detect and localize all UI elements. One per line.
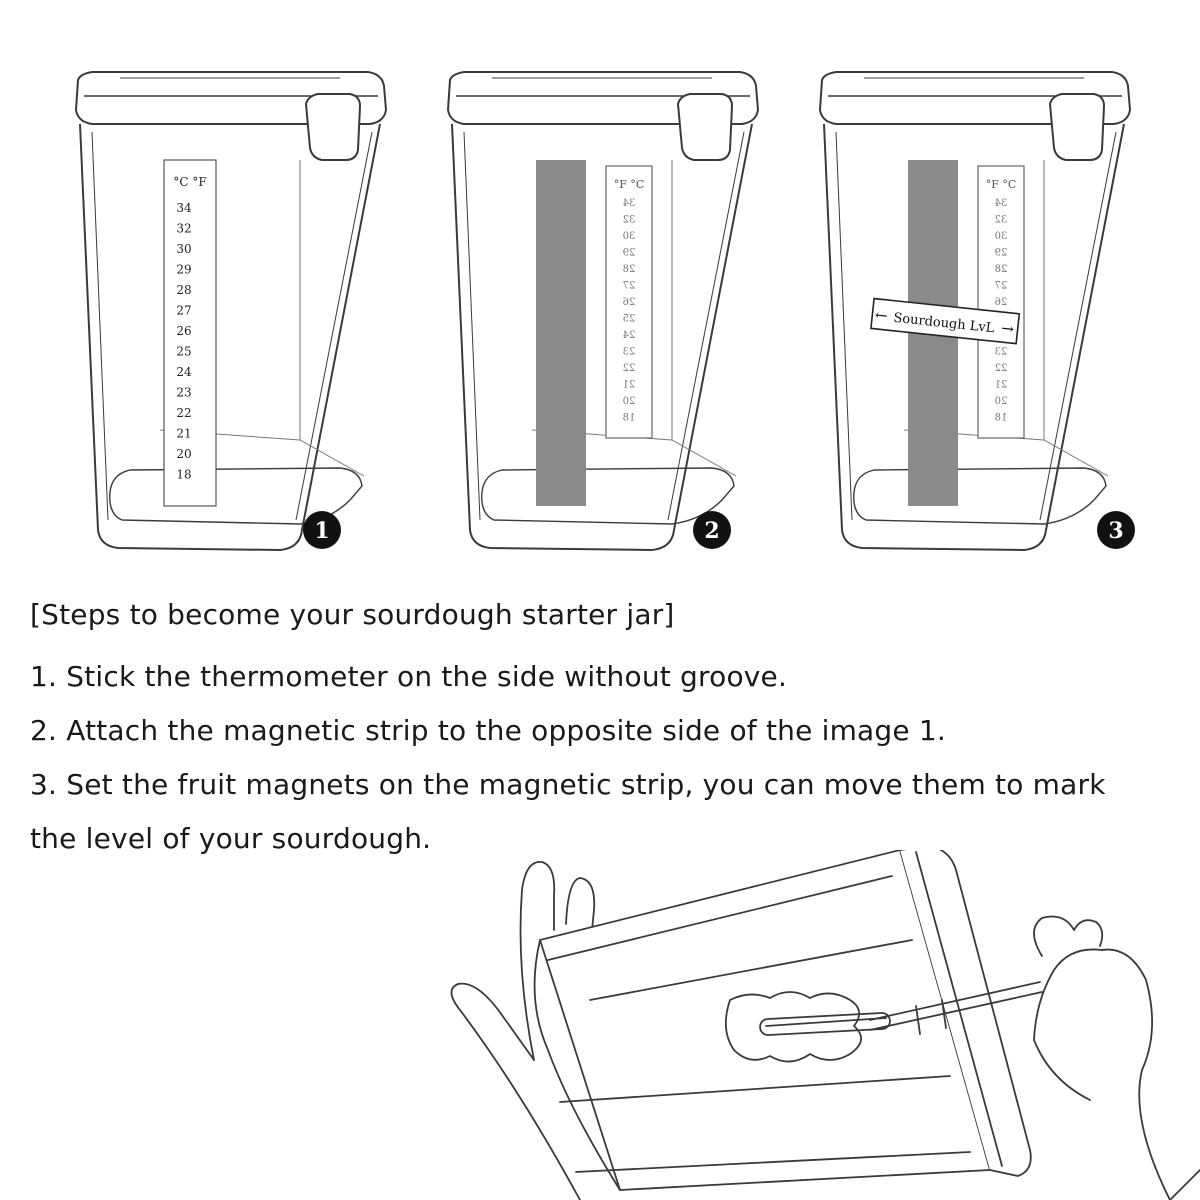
thermometer-scale-label: 28 — [623, 264, 636, 275]
step-badge-3 — [1097, 511, 1135, 549]
step-badge-2-label: 2 — [704, 518, 719, 544]
thermometer-scale-label: 25 — [176, 345, 191, 359]
step-3-text-continued: the level of your sourdough. — [30, 822, 432, 855]
thermometer-scale-label: 18 — [623, 413, 636, 424]
fruit-magnet — [724, 991, 862, 1063]
thermometer-scale: 34 32 30 29 28 27 26 25 24 23 22 21 20 18 — [176, 201, 192, 482]
thermometer-scale-label: 27 — [176, 304, 191, 318]
step-1-text: 1. Stick the thermometer on the side wit… — [30, 660, 788, 693]
thermometer-scale-label: 24 — [176, 365, 192, 379]
thermometer-scale-label: 27 — [995, 281, 1008, 292]
thermometer-scale-label: 28 — [176, 283, 191, 297]
thermometer-scale-label: 26 — [623, 297, 636, 308]
tilted-jar-lid — [899, 850, 1032, 1177]
thermometer-scale-label: 32 — [176, 222, 191, 236]
thermometer-scale-label: 20 — [176, 447, 191, 461]
hands-tilting-jar-illustration — [450, 850, 1200, 1200]
thermometer-scale-label: 23 — [623, 347, 636, 358]
thermometer-header: °C °F — [173, 175, 206, 189]
thermometer-scale-label: 20 — [623, 396, 636, 407]
thermometer-scale-label: 30 — [176, 242, 191, 256]
thermometer-scale-label: 22 — [995, 363, 1008, 374]
thermometer-scale-label: 23 — [176, 386, 191, 400]
magnetic-strip — [536, 160, 586, 506]
instructions: [Steps to become your sourdough starter … — [30, 588, 1170, 866]
step-badge-1 — [303, 511, 341, 549]
thermometer-scale-label: 20 — [995, 396, 1008, 407]
thermometer-scale-label: 27 — [623, 281, 636, 292]
thermometer-scale-label: 32 — [995, 215, 1008, 226]
step-badge-3-label: 3 — [1108, 518, 1123, 544]
thermometer-scale-label: 22 — [623, 363, 636, 374]
thermometer-strip — [163, 159, 217, 507]
thermometer-scale-label: 28 — [995, 264, 1008, 275]
thermometer-header: °F °C — [986, 178, 1017, 191]
thermometer-scale-label: 21 — [176, 427, 191, 441]
thermometer-scale-label: 23 — [995, 347, 1008, 358]
arrow-right-icon: → — [1000, 319, 1015, 338]
thermometer-scale-label: 29 — [995, 248, 1008, 259]
jar-2: °F °C 34 32 30 29 28 27 26 25 24 23 22 21 20 18 2 — [447, 71, 759, 551]
thermometer-scale-label: 21 — [623, 380, 636, 391]
instructions-heading: [Steps to become your sourdough starter … — [30, 598, 675, 631]
step-2-text: 2. Attach the magnetic strip to the oppo… — [30, 714, 947, 747]
thermometer-header: °F °C — [614, 178, 645, 191]
jar-1: °C °F 34 32 30 29 28 27 26 25 24 23 22 21 20 18 1 — [75, 71, 387, 551]
thermometer-scale-label: 29 — [623, 248, 636, 259]
step-badge-2 — [693, 511, 731, 549]
thermometer-scale-label: 18 — [995, 413, 1008, 424]
thermometer-scale-label: 29 — [176, 263, 191, 277]
thermometer-scale-label: 30 — [623, 231, 636, 242]
level-marker-magnet[interactable]: ← Sourdough LvL → — [870, 297, 1021, 345]
thermometer-scale-label: 34 — [176, 201, 192, 215]
thermometer-strip-mirrored — [605, 165, 653, 439]
thermometer-scale-label: 24 — [623, 330, 636, 341]
thermometer-scale-mirrored: 34 32 30 29 28 27 26 25 24 23 22 21 20 18 — [623, 198, 636, 424]
thermometer-scale-label: 30 — [995, 231, 1008, 242]
thermometer-scale-label: 22 — [176, 406, 191, 420]
arrow-left-icon: ← — [874, 306, 888, 325]
thermometer-scale-label: 26 — [995, 297, 1008, 308]
thermometer-scale-label: 21 — [995, 380, 1008, 391]
step-badge-1-label: 1 — [314, 518, 329, 544]
left-hand — [450, 982, 581, 1200]
thermometer-scale-label: 26 — [176, 324, 191, 338]
thermometer-scale-label: 34 — [623, 198, 636, 209]
thermometer-scale-label: 18 — [176, 468, 191, 482]
thermometer-scale-label: 32 — [623, 215, 636, 226]
thermometer-scale-label: 25 — [623, 314, 636, 325]
right-hand — [1101, 948, 1171, 1200]
thermometer-scale-label: 34 — [995, 198, 1008, 209]
step-3-text: 3. Set the fruit magnets on the magnetic… — [30, 768, 1106, 801]
thermometer-strip-mirrored — [977, 165, 1025, 439]
